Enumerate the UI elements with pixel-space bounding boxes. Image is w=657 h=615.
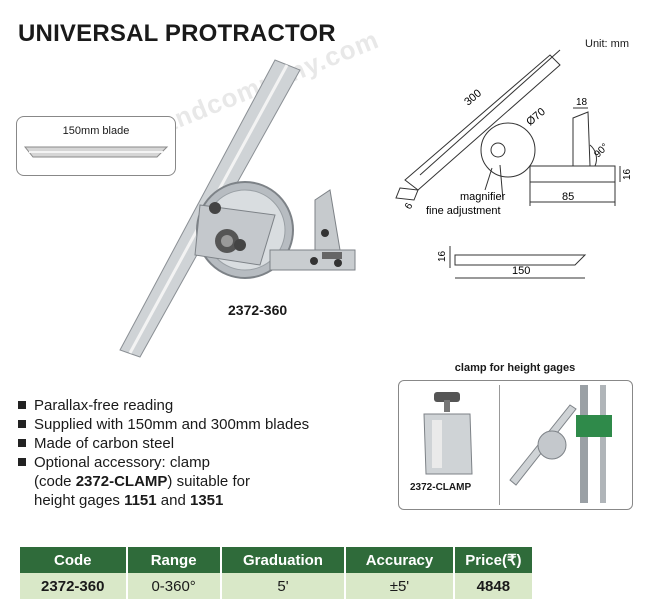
magnifier-label: magnifier <box>460 191 506 203</box>
page-title: UNIVERSAL PROTRACTOR <box>18 20 336 47</box>
feature-item: Made of carbon steel <box>16 434 396 453</box>
cell-code: 2372-360 <box>20 573 128 599</box>
feature-item: Parallax-free reading <box>16 396 396 415</box>
header-accuracy: Accuracy <box>345 547 455 573</box>
table-row: 2372-360 0-360° 5' ±5' 4848 <box>20 573 532 599</box>
feature-text: Supplied with 150mm and 300mm blades <box>34 416 310 433</box>
clamp-title: clamp for height gages <box>454 362 576 374</box>
dim-85: 85 <box>562 191 574 203</box>
feature-item: Supplied with 150mm and 300mm blades <box>16 415 396 434</box>
feature-list: Parallax-free reading Supplied with 150m… <box>16 396 396 510</box>
clamp-code: 2372-CLAMP <box>75 473 168 490</box>
feature-continuation: (code 2372-CLAMP) suitable for <box>16 472 396 491</box>
height-gage-photo <box>509 385 612 503</box>
dim-16-c: 16 <box>437 250 448 262</box>
feature-text: height gages <box>34 492 125 509</box>
dim-16-a: 16 <box>622 168 633 180</box>
feature-text: (code <box>34 473 76 490</box>
bullet-icon <box>18 458 26 466</box>
dimension-diagram: 300 Ø70 18 90° 16 6 85 magnifier fine ad… <box>395 49 633 279</box>
clamp-divider <box>499 385 500 505</box>
cell-accuracy: ±5' <box>345 573 455 599</box>
feature-text: Made of carbon steel <box>34 435 175 452</box>
header-graduation: Graduation <box>220 547 347 573</box>
dim-18: 18 <box>576 97 588 108</box>
dim-300: 300 <box>462 87 484 108</box>
dim-150: 150 <box>512 265 530 277</box>
feature-text: Parallax-free reading <box>34 397 174 414</box>
protractor-photo <box>119 59 356 358</box>
feature-text: and <box>156 492 190 509</box>
bullet-icon <box>18 420 26 428</box>
header-code: Code <box>20 547 128 573</box>
cell-price: 4848 <box>453 573 532 599</box>
dim-70: Ø70 <box>524 106 548 129</box>
gage-code: 1351 <box>190 492 224 509</box>
clamp-photo <box>423 392 473 475</box>
blade-label: 150mm blade <box>62 125 130 137</box>
table-header-row: Code Range Graduation Accuracy Price(₹) <box>20 547 532 573</box>
fine-adjustment-label: fine adjustment <box>426 205 501 217</box>
blade-inset: 150mm blade <box>16 116 176 176</box>
gage-code: 1151 <box>124 492 157 509</box>
feature-continuation: height gages 1151 and 1351 <box>16 491 396 510</box>
bullet-icon <box>18 401 26 409</box>
cell-graduation: 5' <box>220 573 347 599</box>
blade-image <box>23 146 169 158</box>
spec-table: Code Range Graduation Accuracy Price(₹) … <box>20 547 532 599</box>
model-number: 2372-360 <box>228 302 288 318</box>
unit-label: Unit: mm <box>585 38 629 50</box>
header-range: Range <box>126 547 222 573</box>
feature-item: Optional accessory: clamp <box>16 453 396 472</box>
cell-range: 0-360° <box>126 573 222 599</box>
dim-90: 90° <box>592 142 610 160</box>
feature-text: Optional accessory: clamp <box>34 454 210 471</box>
header-price: Price(₹) <box>453 547 532 573</box>
dim-6: 6 <box>403 201 416 212</box>
feature-text: ) suitable for <box>167 473 250 490</box>
bullet-icon <box>18 439 26 447</box>
clamp-code-label: 2372-CLAMP <box>410 482 472 493</box>
